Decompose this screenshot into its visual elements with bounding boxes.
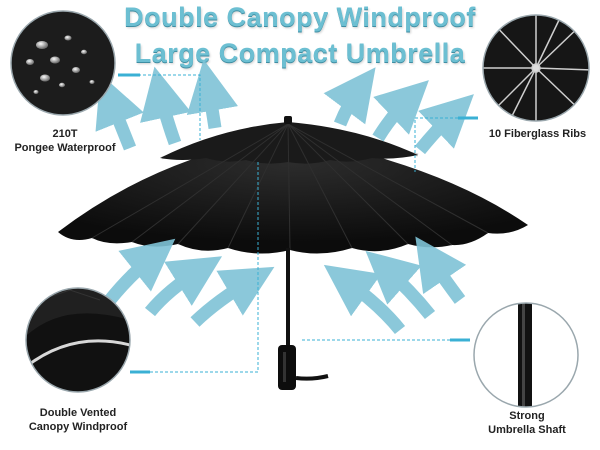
umbrella-canopy [58, 116, 528, 254]
umbrella-shaft [278, 248, 329, 390]
feature-shaft-line-2: Umbrella Shaft [488, 424, 566, 436]
feature-fabric-line-2: Pongee Waterproof [14, 142, 116, 154]
shaft-detail [473, 302, 579, 408]
fiberglass-ribs-detail [482, 14, 590, 122]
feature-label-shaft: Strong Umbrella Shaft [472, 409, 582, 437]
waterproof-fabric-detail [10, 10, 116, 116]
feature-label-fabric: 210T Pongee Waterproof [10, 127, 120, 155]
wind-arrows [95, 59, 474, 335]
feature-ribs-line-1: 10 Fiberglass Ribs [488, 128, 587, 140]
feature-shaft-line-1: Strong [509, 410, 545, 422]
vented-canopy-detail [25, 287, 131, 393]
product-title-line-1: Double Canopy Windproof [124, 2, 476, 32]
feature-vented-line-2: Canopy Windproof [28, 421, 128, 433]
feature-label-vented: Double Vented Canopy Windproof [18, 406, 138, 434]
leader-lines [118, 73, 478, 374]
feature-fabric-line-1: 210T [52, 128, 78, 140]
feature-vented-line-1: Double Vented [39, 407, 117, 419]
feature-label-ribs: 10 Fiberglass Ribs [480, 127, 595, 141]
